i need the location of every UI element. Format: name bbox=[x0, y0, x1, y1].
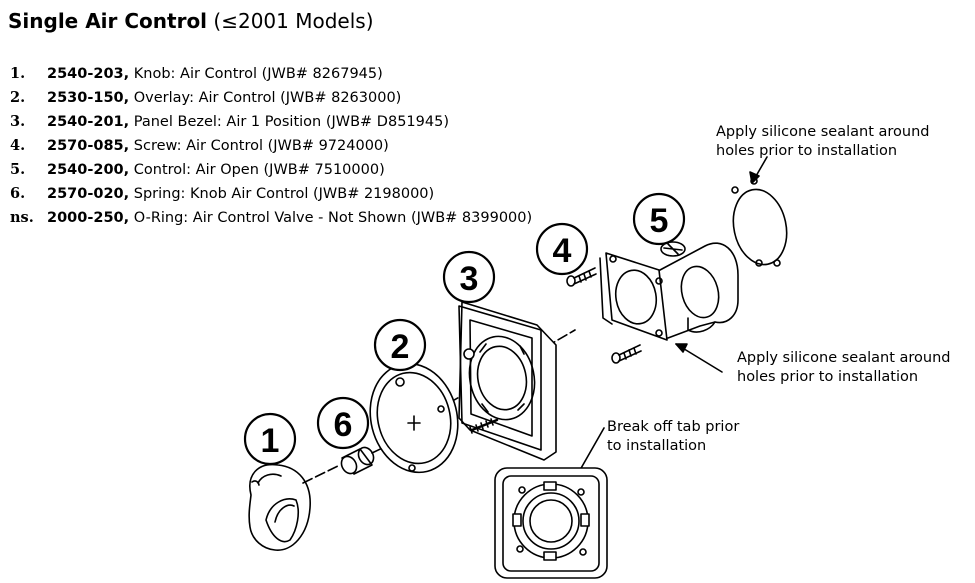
part-desc: Knob: Air Control (JWB# 8267945) bbox=[133, 66, 383, 82]
note-sealant-top: Apply silicone sealant around holes prio… bbox=[716, 123, 930, 161]
part-num: ns. bbox=[10, 209, 34, 226]
part-num: 3. bbox=[10, 113, 26, 130]
part-row: ns. 2000-250, O-Ring: Air Control Valve -… bbox=[10, 206, 532, 230]
part-desc: Control: Air Open (JWB# 7510000) bbox=[133, 162, 385, 178]
part-number: 2000-250, bbox=[47, 210, 130, 226]
callout-label: 1 bbox=[261, 422, 280, 460]
note-line: holes prior to installation bbox=[716, 143, 898, 159]
callout-3: 3 bbox=[442, 250, 496, 304]
callout-label: 3 bbox=[460, 260, 479, 298]
part-row: 1. 2540-203, Knob: Air Control (JWB# 8267… bbox=[10, 62, 532, 86]
part-num: 4. bbox=[10, 137, 26, 154]
part-number: 2540-203, bbox=[47, 66, 130, 82]
part-row: 4. 2570-085, Screw: Air Control (JWB# 972… bbox=[10, 134, 532, 158]
note-line: holes prior to installation bbox=[737, 369, 919, 385]
valve-part bbox=[599, 241, 739, 341]
callout-6: 6 bbox=[316, 396, 370, 450]
part-number: 2570-085, bbox=[47, 138, 130, 154]
part-number: 2570-020, bbox=[47, 186, 130, 202]
spring-part bbox=[340, 446, 375, 475]
note-break-tab: Break off tab prior to installation bbox=[607, 418, 739, 456]
title-main: Single Air Control bbox=[8, 9, 208, 33]
part-desc: Panel Bezel: Air 1 Position (JWB# D85194… bbox=[133, 114, 449, 130]
part-desc: Screw: Air Control (JWB# 9724000) bbox=[133, 138, 389, 154]
note-sealant-mid: Apply silicone sealant around holes prio… bbox=[737, 349, 951, 387]
part-num: 5. bbox=[10, 161, 26, 178]
part-row: 2. 2530-150, Overlay: Air Control (JWB# 8… bbox=[10, 86, 532, 110]
part-num: 2. bbox=[10, 89, 26, 106]
part-num: 1. bbox=[10, 65, 26, 82]
callout-label: 6 bbox=[334, 406, 353, 444]
gasket-part bbox=[731, 177, 788, 267]
part-row: 5. 2540-200, Control: Air Open (JWB# 7510… bbox=[10, 158, 532, 182]
overlay-part bbox=[369, 362, 459, 474]
screw-part bbox=[566, 267, 642, 364]
note-line: Apply silicone sealant around bbox=[737, 350, 951, 366]
callout-2: 2 bbox=[373, 318, 427, 372]
inset-bezel-detail bbox=[494, 467, 608, 579]
callout-1: 1 bbox=[243, 412, 297, 466]
callout-label: 4 bbox=[553, 232, 572, 270]
part-desc: Overlay: Air Control (JWB# 8263000) bbox=[133, 90, 402, 106]
callout-4: 4 bbox=[535, 222, 589, 276]
bezel-part bbox=[458, 301, 557, 461]
callout-label: 5 bbox=[650, 202, 669, 240]
part-number: 2540-200, bbox=[47, 162, 130, 178]
title-sub: (≤2001 Models) bbox=[213, 9, 374, 33]
callout-label: 2 bbox=[391, 328, 410, 366]
part-num: 6. bbox=[10, 185, 26, 202]
part-row: 6. 2570-020, Spring: Knob Air Control (JW… bbox=[10, 182, 532, 206]
part-desc: Spring: Knob Air Control (JWB# 2198000) bbox=[133, 186, 435, 202]
part-number: 2530-150, bbox=[47, 90, 130, 106]
part-row: 3. 2540-201, Panel Bezel: Air 1 Position … bbox=[10, 110, 532, 134]
callout-5: 5 bbox=[632, 192, 686, 246]
parts-list: 1. 2540-203, Knob: Air Control (JWB# 8267… bbox=[10, 62, 532, 230]
part-desc: O-Ring: Air Control Valve - Not Shown (J… bbox=[133, 210, 533, 226]
page-title: Single Air Control (≤2001 Models) bbox=[8, 9, 374, 33]
note-line: Break off tab prior bbox=[607, 419, 740, 435]
note-line: Apply silicone sealant around bbox=[716, 124, 930, 140]
part-number: 2540-201, bbox=[47, 114, 130, 130]
knob-part bbox=[248, 463, 311, 551]
note-line: to installation bbox=[607, 438, 707, 454]
